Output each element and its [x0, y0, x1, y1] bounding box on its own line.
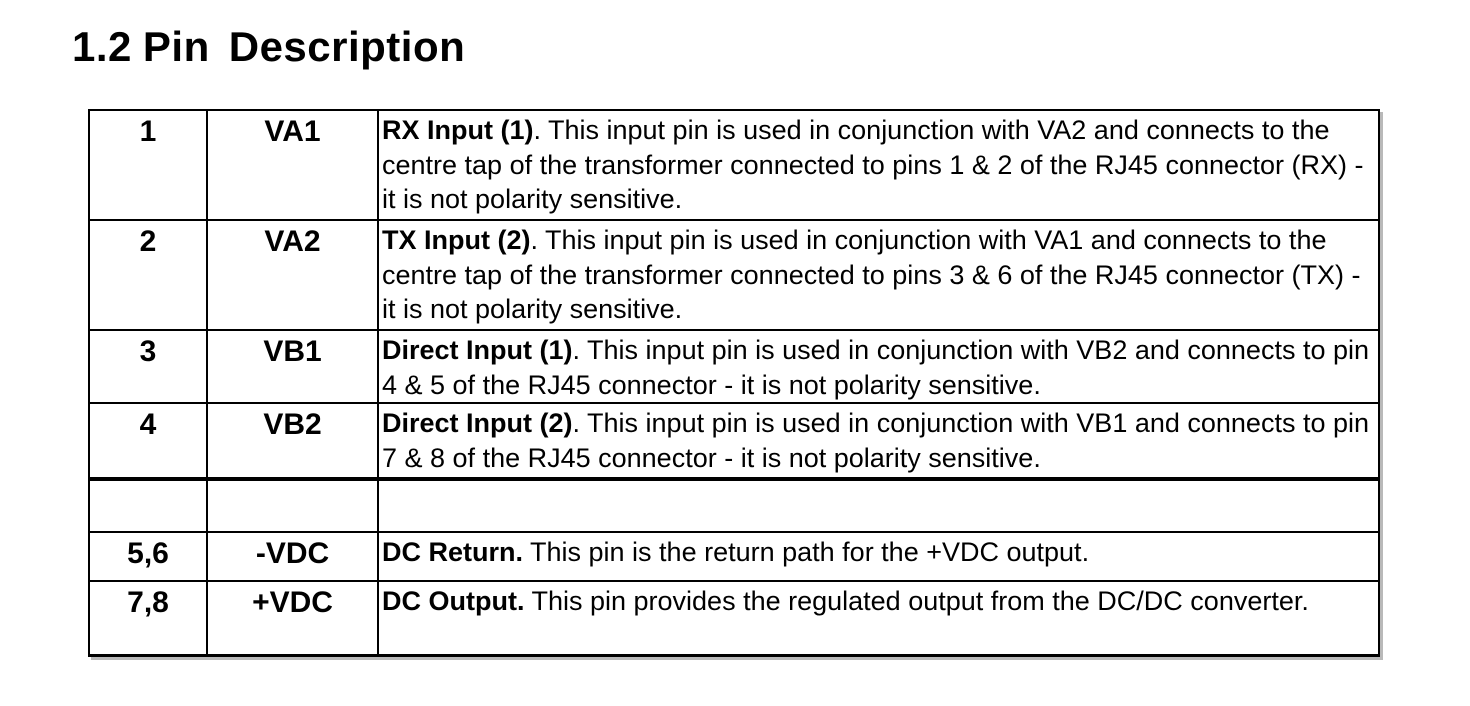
- description-bold-lead: DC Output.: [382, 586, 525, 616]
- description-text: This pin provides the regulated output f…: [524, 586, 1309, 616]
- table-row: 2 VA2 TX Input (2). This input pin is us…: [88, 219, 1380, 331]
- section-title-word2: Description: [228, 23, 466, 70]
- pin-name-cell: -VDC: [206, 531, 379, 582]
- pin-number-cell: 3: [88, 329, 208, 404]
- section-heading: 1.2 Pin Description: [72, 23, 466, 70]
- pin-name-cell: VB2: [206, 402, 379, 480]
- pin-description-cell: Direct Input (1). This input pin is used…: [377, 329, 1380, 404]
- description-text: . This input pin is used in conjunction …: [382, 225, 1361, 324]
- table-spacer-row: [88, 477, 1380, 533]
- pin-description-cell: Direct Input (2). This input pin is used…: [377, 402, 1380, 480]
- pin-name-cell: VA1: [206, 109, 379, 221]
- pin-description-cell: RX Input (1). This input pin is used in …: [377, 109, 1380, 221]
- table-row: 1 VA1 RX Input (1). This input pin is us…: [88, 109, 1380, 221]
- description-bold-lead: TX Input (2): [382, 225, 531, 255]
- table-row: 4 VB2 Direct Input (2). This input pin i…: [88, 402, 1380, 480]
- pin-description-cell: [377, 477, 1380, 533]
- description-text: . This input pin is used in conjunction …: [382, 335, 1370, 400]
- pin-number-cell: 4: [88, 402, 208, 480]
- pin-number-cell: 2: [88, 219, 208, 331]
- pin-number-cell: 5,6: [88, 531, 208, 582]
- description-bold-lead: DC Return.: [382, 537, 523, 567]
- pin-name-cell: VA2: [206, 219, 379, 331]
- table-row: 3 VB1 Direct Input (1). This input pin i…: [88, 329, 1380, 404]
- pin-name-cell: +VDC: [206, 580, 379, 657]
- description-text: . This input pin is used in conjunction …: [382, 408, 1370, 473]
- pin-description-cell: TX Input (2). This input pin is used in …: [377, 219, 1380, 331]
- description-bold-lead: Direct Input (2): [382, 408, 573, 438]
- pin-number-cell: 1: [88, 109, 208, 221]
- table-row: 5,6 -VDC DC Return. This pin is the retu…: [88, 531, 1380, 582]
- section-title-word1: Pin: [142, 23, 210, 70]
- pin-name-cell: [206, 477, 379, 533]
- pin-description-table: 1 VA1 RX Input (1). This input pin is us…: [88, 109, 1380, 657]
- description-bold-lead: Direct Input (1): [382, 335, 573, 365]
- section-number: 1.2: [72, 23, 132, 70]
- description-text: This pin is the return path for the +VDC…: [523, 537, 1090, 567]
- pin-name-cell: VB1: [206, 329, 379, 404]
- description-text: . This input pin is used in conjunction …: [382, 115, 1364, 214]
- pin-number-cell: 7,8: [88, 580, 208, 657]
- pin-description-cell: DC Return. This pin is the return path f…: [377, 531, 1380, 582]
- pin-description-cell: DC Output. This pin provides the regulat…: [377, 580, 1380, 657]
- description-bold-lead: RX Input (1): [382, 115, 534, 145]
- pin-number-cell: [88, 477, 208, 533]
- table-row: 7,8 +VDC DC Output. This pin provides th…: [88, 580, 1380, 657]
